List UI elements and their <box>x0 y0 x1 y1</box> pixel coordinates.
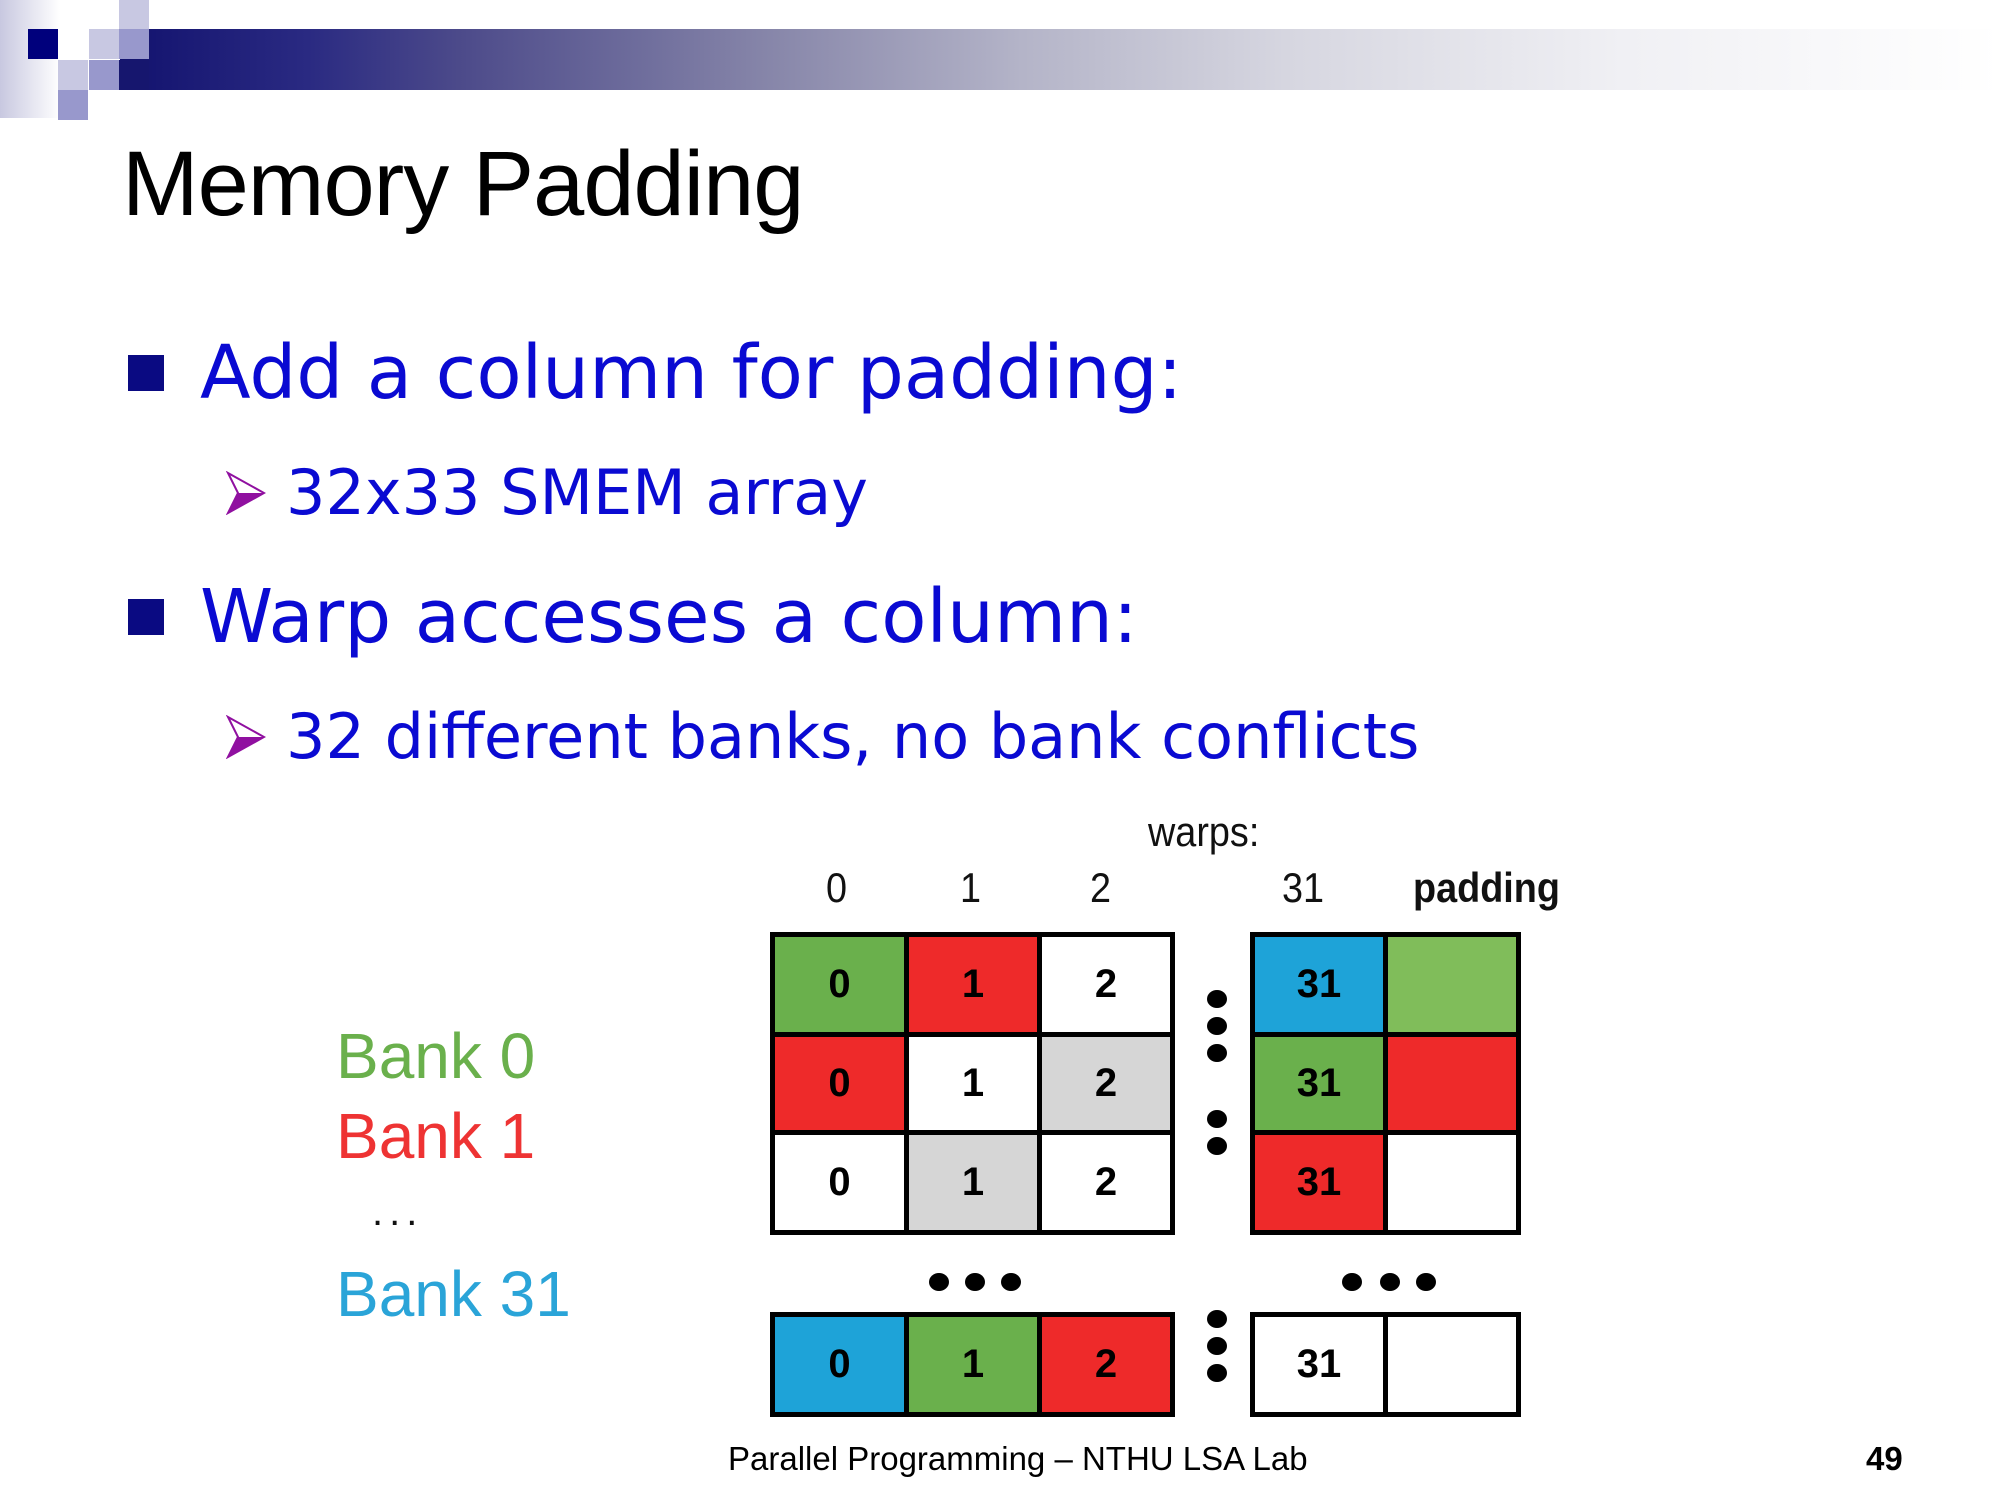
memory-cell: 2 <box>1037 1312 1175 1417</box>
sub-bullet-item: 32x33 SMEM array <box>226 456 868 529</box>
memory-cell: 0 <box>770 932 909 1037</box>
padding-cell <box>1383 932 1521 1037</box>
warps-label: warps: <box>1148 808 1260 855</box>
memory-cell: 31 <box>1250 932 1388 1037</box>
column-header-padding: padding <box>1413 864 1560 911</box>
memory-cell: 2 <box>1037 932 1175 1037</box>
legend-bank-31: Bank 31 <box>336 1258 571 1330</box>
square-bullet-icon <box>128 599 164 635</box>
padding-cell <box>1383 1312 1521 1417</box>
header-square <box>58 90 88 120</box>
sub-bullet-item: 32 different banks, no bank conflicts <box>226 700 1419 773</box>
cell-label: 0 <box>828 1160 851 1204</box>
memory-cell: 31 <box>1250 1130 1388 1235</box>
padding-cell <box>1383 1130 1521 1235</box>
cell-label: 31 <box>1296 962 1342 1006</box>
ellipsis-dot <box>1416 1273 1436 1291</box>
ellipsis-dot <box>1207 1364 1227 1382</box>
cell-label: 1 <box>961 1160 985 1204</box>
cell-label: 2 <box>1094 1160 1118 1204</box>
memory-cell: 1 <box>904 1312 1042 1417</box>
memory-cell: 0 <box>770 1130 909 1235</box>
ellipsis-dot <box>965 1273 985 1291</box>
ellipsis-dot <box>1380 1273 1400 1291</box>
column-header-2: 2 <box>1090 864 1112 911</box>
ellipsis-dot <box>1207 1044 1227 1062</box>
column-header-31: 31 <box>1282 864 1325 911</box>
header-square <box>58 29 88 59</box>
bullet-text: Add a column for padding: <box>200 330 1183 416</box>
arrow-bullet-icon <box>226 714 266 759</box>
ellipsis-dot <box>1207 1310 1227 1328</box>
ellipsis-dot <box>1207 990 1227 1008</box>
legend-bank-0: Bank 0 <box>336 1020 536 1092</box>
cell-label: 1 <box>961 1342 985 1386</box>
cell-label: 1 <box>961 962 985 1006</box>
padding-cell <box>1383 1032 1521 1135</box>
header-square <box>89 60 119 90</box>
header-square <box>58 60 88 90</box>
memory-cell: 1 <box>904 932 1042 1037</box>
ellipsis-dot <box>1207 1110 1227 1128</box>
memory-cell: 2 <box>1037 1032 1175 1135</box>
cell-label: 2 <box>1094 962 1118 1006</box>
ellipsis-dot <box>1207 1337 1227 1355</box>
ellipsis-dot <box>1342 1273 1362 1291</box>
header-left-gradient <box>0 0 60 118</box>
column-header-1: 1 <box>960 864 982 911</box>
slide-title: Memory Padding <box>122 133 804 235</box>
header-square <box>119 29 149 59</box>
memory-cell: 0 <box>770 1032 909 1135</box>
header-square <box>119 0 149 30</box>
cell-label: 2 <box>1094 1061 1118 1105</box>
cell-label: 31 <box>1296 1342 1342 1386</box>
cell-label: 0 <box>828 1342 851 1386</box>
sub-bullet-text: 32 different banks, no bank conflicts <box>286 700 1420 773</box>
header-square <box>89 29 119 59</box>
cell-label: 0 <box>828 962 851 1006</box>
bullet-item: Warp accesses a column: <box>128 574 1138 660</box>
cell-label: 0 <box>828 1061 851 1105</box>
legend-bank-1: Bank 1 <box>336 1100 536 1172</box>
ellipsis-dot <box>1001 1273 1021 1291</box>
bullet-item: Add a column for padding: <box>128 330 1183 416</box>
memory-cell: 1 <box>904 1130 1042 1235</box>
column-header-0: 0 <box>826 864 848 911</box>
bullet-text: Warp accesses a column: <box>200 574 1138 660</box>
header-square <box>119 60 149 90</box>
footer-text: Parallel Programming – NTHU LSA Lab <box>728 1440 1308 1477</box>
memory-cell: 2 <box>1037 1130 1175 1235</box>
arrow-bullet-icon <box>226 470 266 515</box>
header-square <box>28 29 58 59</box>
ellipsis-dot <box>1207 1017 1227 1035</box>
ellipsis-dot <box>1207 1137 1227 1155</box>
memory-cell: 1 <box>904 1032 1042 1135</box>
cell-label: 31 <box>1296 1061 1342 1105</box>
sub-bullet-text: 32x33 SMEM array <box>286 456 868 529</box>
square-bullet-icon <box>128 355 164 391</box>
cell-label: 31 <box>1296 1160 1342 1204</box>
cell-label: 1 <box>961 1061 985 1105</box>
page-number: 49 <box>1866 1440 1903 1477</box>
cell-label: 2 <box>1094 1342 1118 1386</box>
header-gradient-bar <box>120 29 2000 90</box>
ellipsis-dot <box>929 1273 949 1291</box>
memory-cell: 0 <box>770 1312 909 1417</box>
legend-ellipsis: ... <box>372 1190 424 1234</box>
memory-cell: 31 <box>1250 1312 1388 1417</box>
memory-cell: 31 <box>1250 1032 1388 1135</box>
